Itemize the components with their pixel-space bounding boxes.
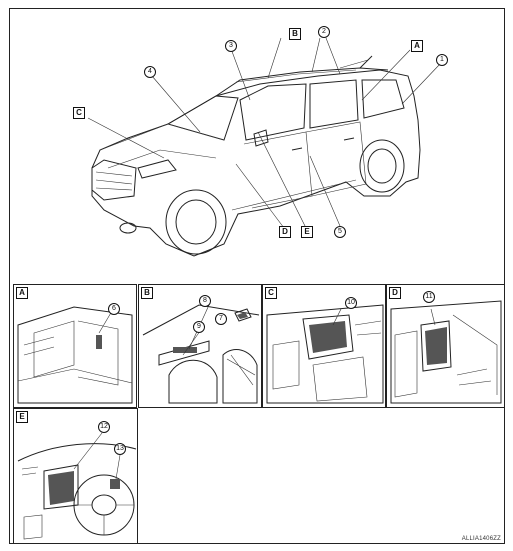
- area-tag-a: A: [411, 40, 423, 52]
- area-tag-d: D: [279, 226, 291, 238]
- diagram-frame: [9, 8, 505, 544]
- callout-1: 1: [436, 54, 448, 66]
- callout-13: 13: [114, 443, 126, 455]
- detail-tag-d: D: [389, 287, 401, 299]
- callout-2: 2: [318, 26, 330, 38]
- detail-panel-a: A 6: [13, 284, 137, 408]
- detail-tag-b: B: [141, 287, 153, 299]
- fender-area-illustration: [390, 300, 502, 404]
- callout-7: 7: [215, 313, 227, 325]
- cargo-area-illustration: [17, 306, 133, 404]
- callout-12: 12: [98, 421, 110, 433]
- engine-bay-illustration: [266, 304, 384, 404]
- detail-tag-e: E: [16, 411, 28, 423]
- detail-panel-b: B 8 7 9: [138, 284, 262, 408]
- reference-code: ALLIA1406ZZ: [461, 536, 501, 542]
- area-tag-b: B: [289, 28, 301, 40]
- callout-11: 11: [423, 291, 435, 303]
- detail-tag-a: A: [16, 287, 28, 299]
- detail-panel-d: D 11: [386, 284, 505, 408]
- callout-8: 8: [199, 295, 211, 307]
- dashboard-illustration: [17, 432, 137, 540]
- detail-tag-c: C: [265, 287, 277, 299]
- callout-9: 9: [193, 321, 205, 333]
- interior-roof-illustration: [142, 304, 260, 404]
- callout-6: 6: [108, 303, 120, 315]
- callout-4: 4: [144, 66, 156, 78]
- callout-10: 10: [345, 297, 357, 309]
- detail-panel-e: E 12 13: [13, 408, 138, 544]
- callout-5: 5: [334, 226, 346, 238]
- callout-3: 3: [225, 40, 237, 52]
- area-tag-c: C: [73, 107, 85, 119]
- area-tag-e: E: [301, 226, 313, 238]
- detail-panel-c: C 10: [262, 284, 386, 408]
- vehicle-illustration: [87, 37, 441, 257]
